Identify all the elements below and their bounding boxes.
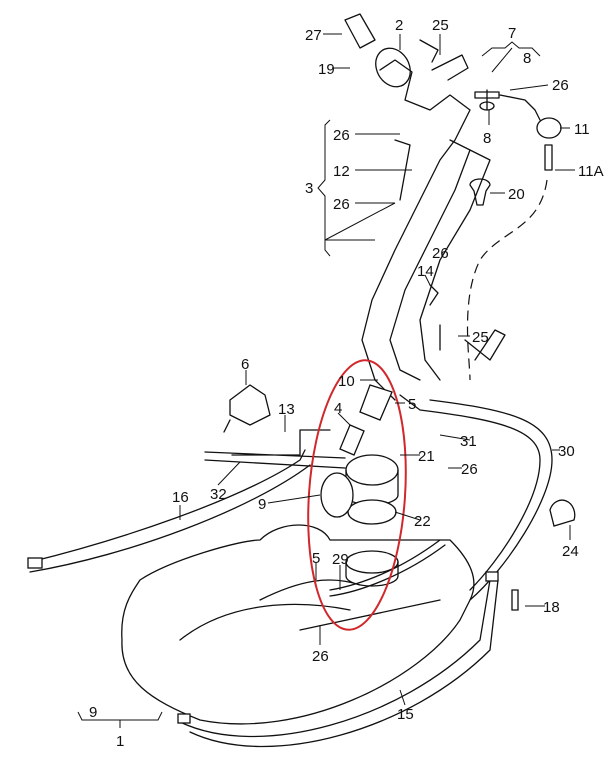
strap-16 (27, 449, 311, 573)
callout-11a: 11A (578, 163, 604, 180)
callout-13: 13 (278, 401, 295, 418)
callout-26: 26 (552, 77, 569, 94)
bracket-3 (317, 119, 331, 257)
callout-19: 19 (318, 61, 335, 78)
callout-32: 32 (210, 486, 227, 503)
fuel-tank (121, 394, 553, 725)
callout-2: 2 (395, 17, 403, 34)
callout-25: 25 (432, 17, 449, 34)
callout-20: 20 (508, 186, 525, 203)
highlight-ellipse (307, 359, 407, 631)
callout-1: 1 (116, 733, 124, 750)
callout-8: 8 (523, 50, 531, 67)
filler-pipe (344, 13, 562, 401)
bracket-7 (481, 41, 541, 57)
callout-25b: 25 (472, 329, 489, 346)
leader-lines (179, 33, 575, 706)
callout-26f: 26 (312, 648, 329, 665)
callout-12: 12 (333, 163, 350, 180)
callout-26c: 26 (333, 196, 350, 213)
callout-26b: 26 (333, 127, 350, 144)
callout-3: 3 (305, 180, 313, 197)
callout-5: 5 (408, 396, 416, 413)
bracket-1 (77, 711, 163, 728)
callout-31: 31 (460, 433, 477, 450)
callout-4: 4 (334, 400, 342, 417)
callout-24: 24 (562, 543, 579, 560)
callout-15: 15 (397, 706, 414, 723)
callout-11: 11 (574, 121, 590, 138)
callout-8b: 8 (483, 130, 491, 147)
callout-29: 29 (332, 551, 349, 568)
callout-labels: 27 2 25 7 8 19 26 11 8 26 12 3 11A 20 26… (89, 17, 604, 750)
callout-14: 14 (417, 263, 434, 280)
callout-22: 22 (414, 513, 431, 530)
callout-9b: 9 (89, 704, 97, 721)
callout-26d: 26 (432, 245, 449, 262)
callout-18: 18 (543, 599, 560, 616)
callout-10: 10 (338, 373, 355, 390)
callout-27: 27 (305, 27, 322, 44)
callout-9: 9 (258, 496, 266, 513)
pipes-13-32 (204, 384, 346, 469)
callout-26e: 26 (461, 461, 478, 478)
callout-5b: 5 (312, 550, 320, 567)
callout-30: 30 (558, 443, 575, 460)
strap-15 (177, 571, 499, 748)
callout-16: 16 (172, 489, 189, 506)
callout-21: 21 (418, 448, 435, 465)
pump-parts (299, 384, 576, 631)
callout-6: 6 (241, 356, 249, 373)
callout-7: 7 (508, 25, 516, 42)
